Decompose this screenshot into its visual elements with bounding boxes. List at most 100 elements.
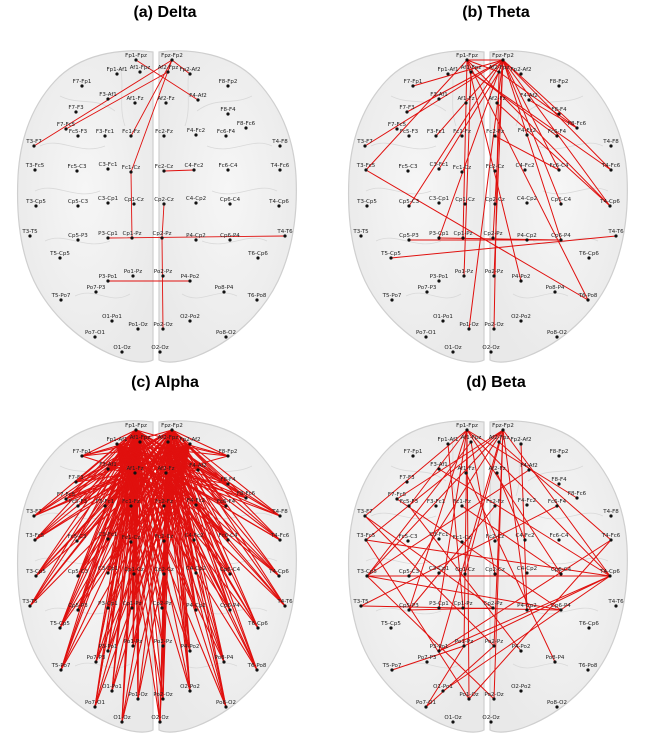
node-dot: [224, 504, 228, 508]
node-label: Fc1-Cz: [122, 535, 141, 541]
node-label: Fp1-Af1: [437, 67, 458, 73]
node-dot: [608, 204, 612, 208]
node-dot: [405, 480, 409, 484]
connection-line: [34, 443, 191, 541]
node-label: T3-T5: [21, 599, 38, 605]
node-label: T6-Cp6: [247, 621, 268, 627]
connection-line: [116, 443, 191, 692]
node-dot: [138, 70, 142, 74]
node-label: F7-Fp1: [404, 79, 423, 85]
connection-line: [171, 429, 280, 577]
node-dot: [519, 319, 523, 323]
node-label: T6-Po8: [247, 293, 267, 299]
node-dot: [106, 236, 110, 240]
connection-line: [167, 441, 280, 577]
node-dot: [283, 604, 287, 608]
node-label: Po1-Oz: [459, 322, 478, 328]
node-label: T4-T6: [607, 229, 624, 235]
node-label: P4-Po2: [512, 644, 531, 650]
connection-line: [81, 429, 137, 457]
node-label: F8-F4: [551, 107, 567, 113]
node-label: T6-Cp6: [578, 621, 599, 627]
node-dot: [407, 504, 411, 508]
node-label: Fc2-Fz: [486, 129, 504, 135]
node-label: T4-Fc6: [270, 533, 290, 539]
node-label: Cp5-C3: [399, 569, 420, 575]
node-label: C4-Fc2: [515, 163, 534, 169]
node-dot: [161, 644, 165, 648]
node-dot: [161, 274, 165, 278]
node-label: Af2-Fz: [157, 466, 174, 472]
node-dot: [460, 540, 464, 544]
connection-line: [29, 472, 136, 607]
node-label: T5-Cp5: [380, 621, 401, 627]
node-dot: [222, 660, 226, 664]
node-label: Fc5-C3: [67, 534, 87, 540]
node-label: Po1-Oz: [128, 322, 147, 328]
node-label: T3-Cp5: [25, 569, 46, 575]
node-dot: [489, 350, 493, 354]
connection-line: [468, 539, 612, 700]
connection-line: [442, 575, 611, 692]
gyri-texture: [34, 65, 278, 299]
node-dot: [555, 504, 559, 508]
node-dot: [188, 319, 192, 323]
node-dot: [76, 134, 80, 138]
right-hemisphere: [489, 50, 628, 363]
node-dot: [103, 504, 107, 508]
connection-line: [163, 169, 195, 172]
node-label: Cp1-Pz: [122, 601, 141, 607]
node-label: T3-T5: [352, 599, 369, 605]
node-dot: [278, 144, 282, 148]
node-label: Cp1-Pz: [453, 231, 472, 237]
node-label: Cp6-P4: [220, 603, 240, 609]
node-dot: [278, 514, 282, 518]
node-dot: [501, 58, 505, 62]
node-dot: [226, 112, 230, 116]
connection-line: [111, 472, 136, 692]
node-label: F8-F4: [220, 107, 236, 113]
node-label: T5-Po7: [51, 293, 71, 299]
node-dot: [34, 574, 38, 578]
connection-line: [462, 59, 468, 239]
node-dot: [224, 705, 228, 709]
node-dot: [405, 110, 409, 114]
connection-line: [171, 59, 191, 75]
node-label: C3-Cp1: [429, 566, 449, 572]
node-dot: [525, 133, 529, 137]
connection-line: [116, 443, 280, 577]
node-label: Po1-Pz: [455, 639, 473, 645]
connection-edges: [364, 59, 617, 330]
node-label: Fc6-F4: [217, 129, 236, 135]
node-label: C3-Fc1: [429, 162, 448, 168]
node-label: P3-Cp1: [429, 601, 449, 607]
node-label: T3-F7: [356, 139, 373, 145]
node-label: Cp5-C3: [68, 199, 89, 205]
node-label: Po8-P4: [546, 285, 565, 291]
node-dot: [164, 471, 168, 475]
node-dot: [437, 537, 441, 541]
node-dot: [194, 571, 198, 575]
node-label: Cp1-Cz: [455, 567, 475, 573]
node-dot: [437, 571, 441, 575]
connection-line: [167, 441, 229, 457]
node-label: C4-Cp2: [186, 196, 206, 202]
connection-line: [365, 59, 468, 171]
connection-line: [95, 443, 191, 663]
node-label: P3-Po1: [99, 274, 118, 280]
connection-line: [470, 71, 558, 137]
node-label: Fc2-Fz: [155, 129, 173, 135]
node-label: Cp5-P3: [68, 233, 88, 239]
node-label: O1-Po1: [102, 684, 122, 690]
node-label: Po7-P3: [87, 285, 106, 291]
panel-title: (b) Theta: [462, 4, 530, 21]
node-label: Fc1-Fz: [453, 129, 471, 135]
node-dot: [463, 202, 467, 206]
node-label: T3-Fc5: [25, 533, 45, 539]
node-label: Fpz-Fp2: [161, 423, 183, 429]
node-label: Fc5-F3: [69, 499, 88, 505]
node-label: C4-Cp2: [186, 566, 206, 572]
node-dot: [110, 689, 114, 693]
node-label: T3-Cp5: [356, 569, 377, 575]
